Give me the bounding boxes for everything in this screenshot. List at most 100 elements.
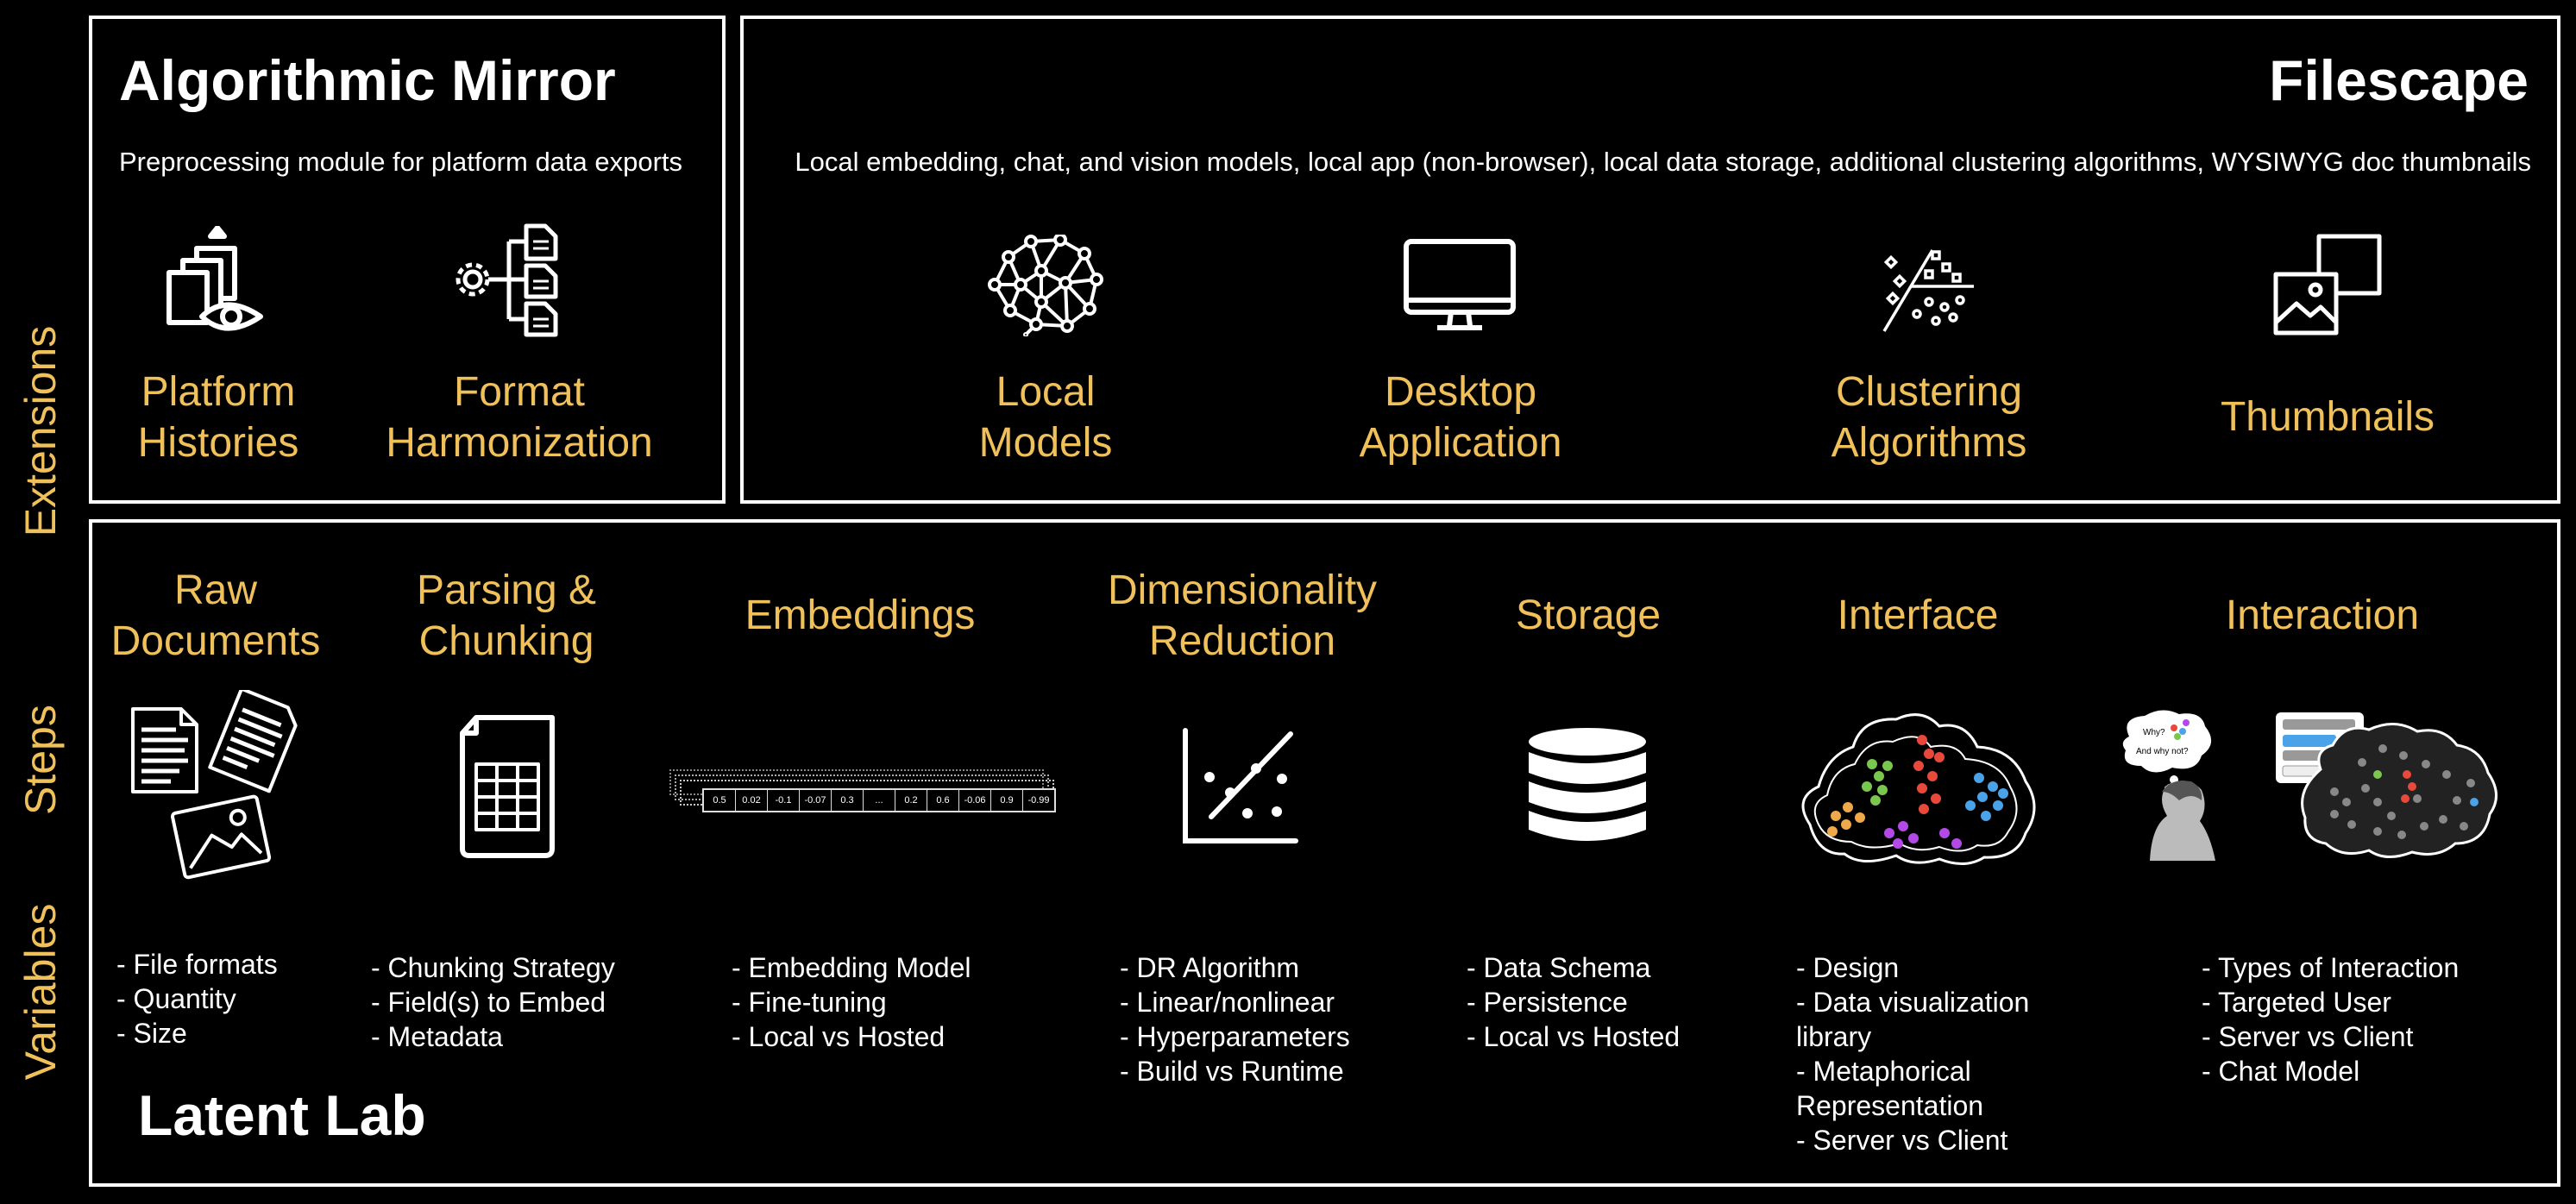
vector-cell: 0.9 — [991, 790, 1023, 811]
variable-item: - Metaphorical — [1796, 1056, 1971, 1087]
vector-cell: -0.99 — [1027, 795, 1050, 806]
filescape-panel — [740, 16, 2560, 504]
label-line-2: Application — [1359, 420, 1562, 466]
gear-documents-icon — [456, 223, 558, 337]
platform-histories-label: Platform Histories — [138, 367, 299, 468]
vector-cell: 0.02 — [736, 790, 768, 811]
label-line-1: Local — [996, 369, 1096, 415]
vector-cell: 0.2 — [895, 790, 927, 811]
variable-item: - Local vs Hosted — [732, 1021, 946, 1052]
variables-interface: - Design - Data visualization library - … — [1796, 950, 2029, 1157]
local-models-label: Local Models — [979, 367, 1113, 468]
database-icon — [1529, 728, 1646, 841]
vector-cell: 0.3 — [832, 790, 864, 811]
variable-item: - Build vs Runtime — [1120, 1056, 1344, 1087]
vector-cell: -0.06 — [959, 790, 991, 811]
label-line-1: Embeddings — [745, 593, 976, 638]
vector-strip-icon: 0.5 0.02 -0.1 -0.07 0.3 ... 0.2 0.6 -0.0… — [664, 762, 1061, 814]
user-chat-map-icon: Why? And why not? — [2122, 710, 2497, 861]
vector-cell: 0.5 — [704, 790, 736, 811]
algorithmic-mirror-panel — [89, 16, 726, 504]
monitor-icon — [1404, 239, 1516, 330]
algorithmic-mirror-title: Algorithmic Mirror — [119, 48, 616, 112]
label-line-1: Desktop — [1384, 369, 1537, 415]
label-line-1: Dimensionality — [1107, 568, 1378, 613]
label-line-1: Interaction — [2225, 593, 2420, 638]
label-line-1: Storage — [1515, 593, 1662, 638]
variables-raw-documents: - File formats - Quantity - Size — [116, 947, 278, 1050]
spreadsheet-file-icon — [460, 715, 555, 858]
latent-lab-panel — [89, 519, 2560, 1187]
variable-item: - Hyperparameters — [1120, 1021, 1350, 1052]
variable-item: - Data Schema — [1467, 952, 1651, 983]
variables-parsing-chunking: - Chunking Strategy - Field(s) to Embed … — [371, 950, 615, 1054]
desktop-application-label: Desktop Application — [1360, 367, 1562, 468]
thought-bubble-why: Why? — [2143, 728, 2165, 737]
embedding-vector: 0.5 0.02 -0.1 -0.07 0.3 ... 0.2 0.6 -0.0… — [702, 788, 1056, 812]
variable-item: - Embedding Model — [732, 952, 971, 983]
variable-item: - DR Algorithm — [1120, 952, 1300, 983]
label-line-1: Raw — [173, 568, 258, 613]
step-dimensionality-reduction-label: Dimensionality Reduction — [1108, 565, 1377, 667]
variable-item: - File formats — [116, 949, 278, 980]
neural-network-icon — [988, 235, 1103, 336]
variable-item: - Fine-tuning — [732, 987, 887, 1018]
vector-cell: 0.6 — [927, 790, 959, 811]
label-line-2: Reduction — [1148, 618, 1336, 664]
variable-item: - Data visualization — [1796, 987, 2030, 1018]
variable-item: - Targeted User — [2202, 987, 2391, 1018]
step-raw-documents-label: Raw Documents — [111, 565, 321, 667]
variable-item: - Design — [1796, 952, 1900, 983]
vector-cell: ... — [864, 790, 895, 811]
step-storage-label: Storage — [1516, 590, 1661, 641]
label-line-1: Interface — [1837, 593, 1999, 638]
vector-cell: -0.1 — [768, 790, 800, 811]
filescape-subtitle: Local embedding, chat, and vision models… — [795, 147, 2531, 177]
step-interaction-label: Interaction — [2226, 590, 2419, 641]
step-interface-label: Interface — [1838, 590, 1999, 641]
label-line-2: Chunking — [418, 618, 594, 664]
label-line-2: Algorithms — [1831, 420, 2027, 466]
step-embeddings-label: Embeddings — [745, 590, 976, 641]
variables-embeddings: - Embedding Model - Fine-tuning - Local … — [732, 950, 971, 1054]
algorithmic-mirror-subtitle: Preprocessing module for platform data e… — [119, 147, 683, 177]
scatter-cluster-icon — [1882, 249, 1974, 332]
side-label-steps: Steps — [16, 705, 65, 815]
variable-item: - Linear/nonlinear — [1120, 987, 1335, 1018]
label-line-1: Clustering — [1835, 369, 2023, 415]
document-stack-eye-icon — [166, 226, 263, 331]
variable-item: - Metadata — [371, 1021, 503, 1052]
label-line-1: Format — [453, 369, 585, 415]
documents-image-icon — [131, 690, 298, 880]
step-parsing-chunking-label: Parsing & Chunking — [417, 565, 596, 667]
variable-item: - Server vs Client — [2202, 1021, 2414, 1052]
format-harmonization-label: Format Harmonization — [386, 367, 652, 468]
thought-bubble-why-not: And why not? — [2136, 747, 2189, 756]
clustering-algorithms-label: Clustering Algorithms — [1831, 367, 2027, 468]
cluster-map-icon — [1801, 713, 2036, 865]
label-line-2: Documents — [110, 618, 321, 664]
variables-storage: - Data Schema - Persistence - Local vs H… — [1467, 950, 1680, 1054]
label-line-1: Parsing & — [416, 568, 597, 613]
filescape-title: Filescape — [2269, 48, 2529, 112]
label-line-1: Platform — [141, 369, 296, 415]
variable-item: library — [1796, 1021, 1872, 1052]
variable-item: - Persistence — [1467, 987, 1628, 1018]
variable-item: - Server vs Client — [1796, 1125, 2008, 1156]
thumbnails-label: Thumbnails — [2221, 392, 2435, 442]
label-line-2: Histories — [137, 420, 299, 466]
scatter-diagonal-icon — [1183, 728, 1298, 843]
variable-item: - Chat Model — [2202, 1056, 2360, 1087]
variable-item: - Chunking Strategy — [371, 952, 615, 983]
vector-cell: -0.07 — [800, 790, 832, 811]
variable-item: - Local vs Hosted — [1467, 1021, 1681, 1052]
side-label-extensions: Extensions — [16, 325, 65, 537]
variables-interaction: - Types of Interaction - Targeted User -… — [2202, 950, 2459, 1088]
variable-item: Representation — [1796, 1090, 1984, 1121]
label-line-1: Thumbnails — [2220, 394, 2435, 440]
image-thumbnail-icon — [2273, 234, 2382, 335]
side-label-variables: Variables — [16, 903, 65, 1081]
label-line-2: Models — [978, 420, 1113, 466]
variable-item: - Quantity — [116, 983, 236, 1014]
variable-item: - Size — [116, 1018, 187, 1049]
